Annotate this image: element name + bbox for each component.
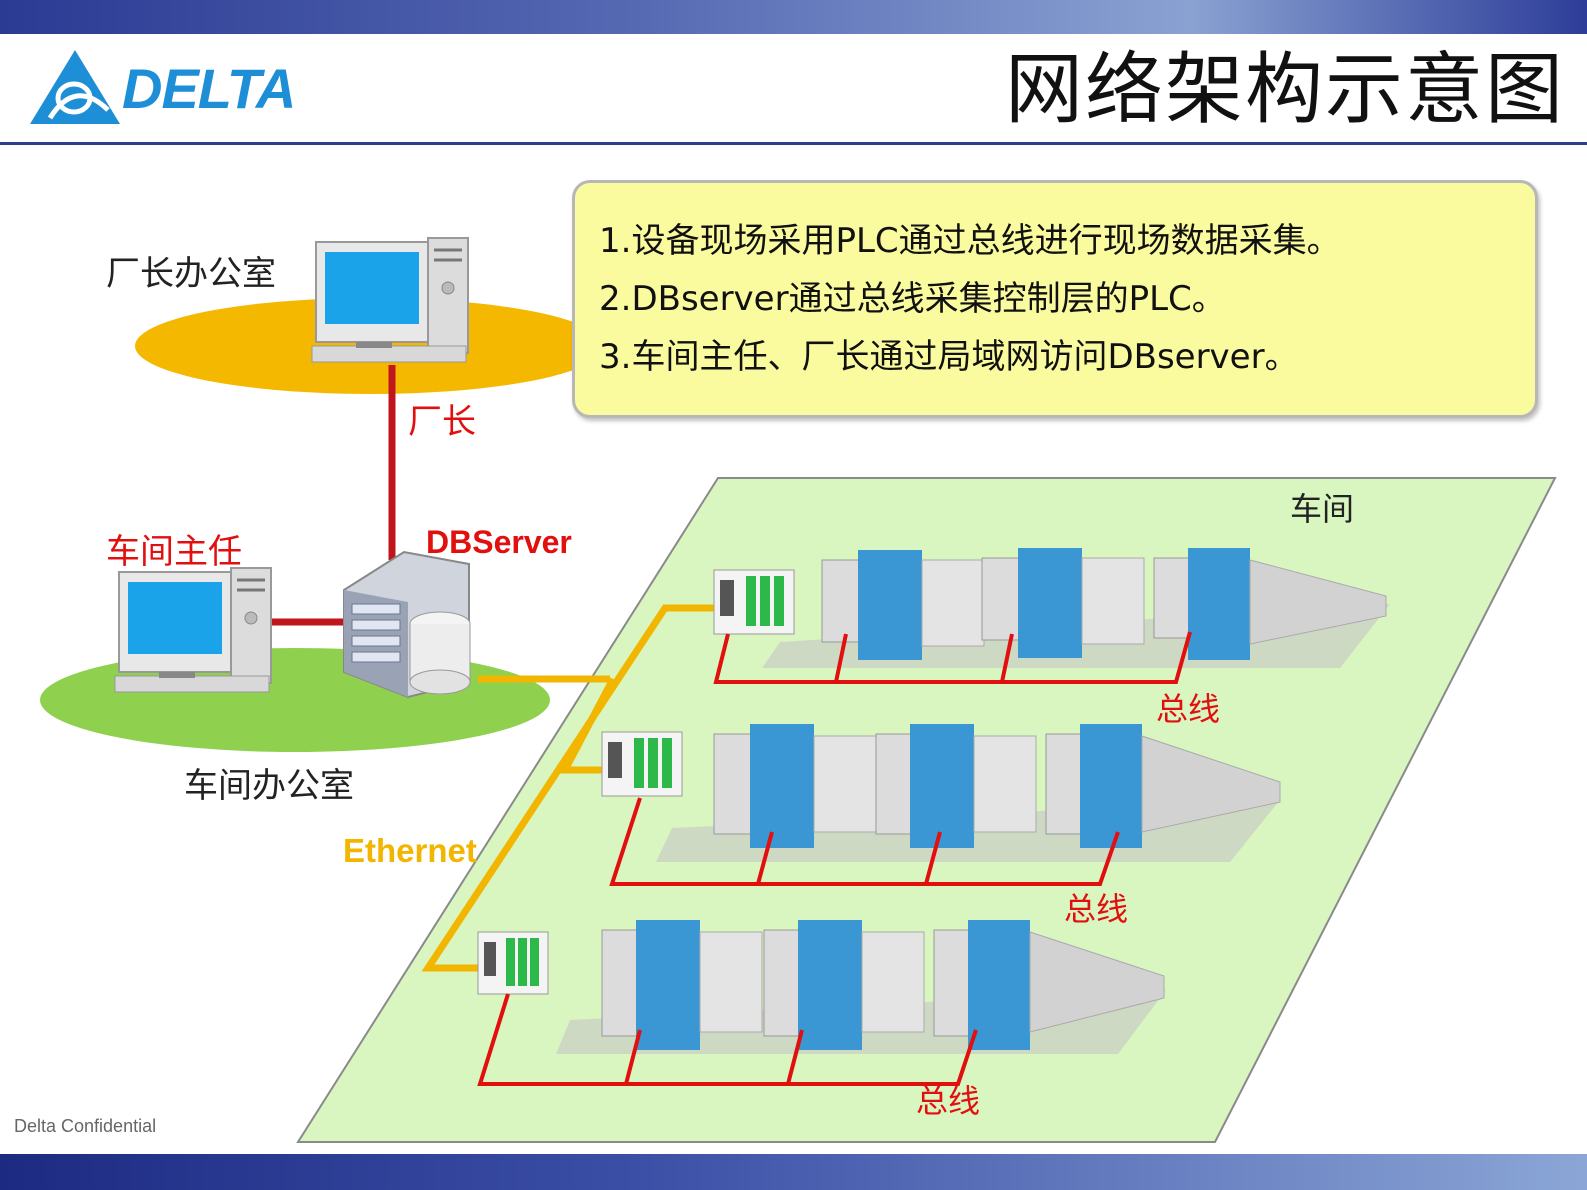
bus-label-3: 总线 [916,1082,981,1120]
note-line-2: 2.DBserver通过总线采集控制层的PLC。 [599,279,1226,319]
delta-triangle-icon [30,50,120,124]
factory-office-label: 厂长办公室 [106,254,276,294]
note-line-3: 3.车间主任、厂长通过局域网访问DBserver。 [599,337,1299,377]
machine-row-2 [656,724,1281,862]
db-server [343,550,471,699]
notes-box: 1.设备现场采用PLC通过总线进行现场数据采集。 2.DBserver通过总线采… [572,180,1538,418]
logo-wordmark: DELTA [122,57,296,120]
footer-confidential: Delta Confidential [14,1116,157,1136]
workshop-director-label: 车间主任 [106,532,242,572]
ethernet-label: Ethernet [343,832,477,869]
bottom-banner [0,1154,1587,1190]
plc-controller-2 [601,731,683,797]
workshop-office-label: 车间办公室 [184,766,354,806]
bus-label-2: 总线 [1064,890,1129,928]
machine-row-3 [556,920,1166,1054]
factory-director-label: 厂长 [408,402,476,442]
header-divider [0,142,1587,145]
machine-row-1 [762,548,1390,668]
workshop-label: 车间 [1290,490,1355,528]
workshop-director-computer [114,567,272,693]
top-banner [0,0,1587,34]
ethernet-lines [421,604,722,972]
delta-logo: DELTA [30,48,296,128]
bus-lines [477,631,1192,1086]
note-line-1: 1.设备现场采用PLC通过总线进行现场数据采集。 [599,221,1341,261]
dbserver-label: DBServer [426,524,572,560]
page-title: 网络架构示意图 [1004,45,1565,135]
plc-controller-1 [713,569,795,635]
bus-label-1: 总线 [1156,690,1221,728]
workshop-office-platform [40,648,550,752]
factory-director-computer [311,237,469,363]
plc-controller-3 [477,931,549,995]
